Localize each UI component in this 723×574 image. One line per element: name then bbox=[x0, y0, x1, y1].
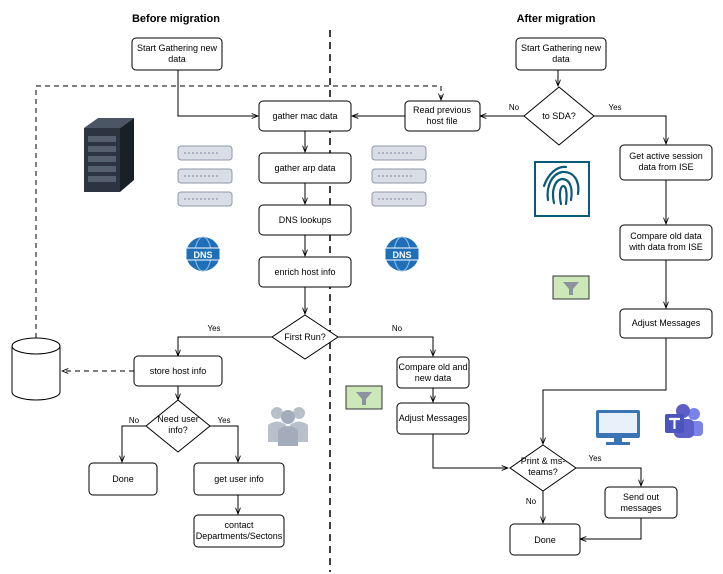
node-adjust-left-label: Adjust Messages bbox=[399, 413, 468, 423]
edge-sda-yes bbox=[594, 115, 666, 144]
ise-fingerprint-icon bbox=[534, 161, 590, 217]
heading-before: Before migration bbox=[132, 13, 220, 25]
edge-print-yes bbox=[576, 467, 641, 486]
edges bbox=[35, 70, 667, 539]
node-store-host: store host info bbox=[133, 355, 223, 387]
users-group-icon bbox=[268, 407, 308, 446]
filter-icon-right bbox=[552, 275, 590, 300]
node-adjust-right: Adjust Messages bbox=[619, 308, 713, 339]
node-enrich: enrich host info bbox=[258, 256, 352, 288]
label-first-run-no: No bbox=[392, 324, 403, 333]
node-done-right-label: Done bbox=[534, 535, 556, 545]
monitor-icon bbox=[596, 410, 640, 445]
node-dns-lookups: DNS lookups bbox=[258, 204, 352, 236]
node-adjust-right-label: Adjust Messages bbox=[632, 318, 701, 328]
node-get-user: get user info bbox=[193, 462, 285, 496]
label-need-user-no: No bbox=[129, 416, 140, 425]
filter-icon-left bbox=[345, 385, 383, 410]
label-first-run-yes: Yes bbox=[207, 324, 220, 333]
node-store-host-label: store host info bbox=[150, 366, 207, 376]
label-sda-no: No bbox=[509, 103, 520, 112]
dns-globe-right-icon: DNS bbox=[384, 236, 420, 272]
dns-right-text: DNS bbox=[392, 250, 411, 260]
edge-first-run-no bbox=[338, 336, 433, 356]
teams-icon bbox=[665, 404, 703, 438]
node-print-teams-label: Print & ms-teams? bbox=[521, 456, 566, 477]
node-gather-mac: gather mac data bbox=[258, 100, 352, 132]
node-done-right: Done bbox=[509, 523, 581, 556]
node-to-sda: to SDA? bbox=[523, 86, 595, 146]
node-get-user-label: get user info bbox=[214, 474, 264, 484]
dns-left-text: DNS bbox=[193, 250, 212, 260]
node-gather-arp: gather arp data bbox=[258, 152, 352, 184]
node-done-left: Done bbox=[88, 462, 158, 496]
edge-need-user-yes bbox=[210, 425, 238, 462]
dns-globe-left-icon: DNS bbox=[185, 236, 221, 272]
edge-adjust-right-to-print bbox=[543, 338, 667, 444]
edge-send-to-done bbox=[580, 518, 642, 539]
node-done-left-label: Done bbox=[112, 474, 134, 484]
node-adjust-left: Adjust Messages bbox=[396, 402, 470, 435]
node-first-run-label: First Run? bbox=[284, 332, 326, 342]
label-print-no: No bbox=[526, 497, 537, 506]
label-need-user-yes: Yes bbox=[217, 416, 230, 425]
edge-adjust-left-to-print bbox=[432, 434, 508, 468]
node-gather-mac-label: gather mac data bbox=[272, 111, 337, 121]
node-enrich-label: enrich host info bbox=[274, 267, 335, 277]
switch-stack-left-icon bbox=[177, 145, 233, 207]
database-icon bbox=[11, 337, 61, 401]
edge-db-to-read-previous bbox=[35, 85, 441, 338]
edge-first-run-yes bbox=[178, 336, 272, 356]
node-gather-arp-label: gather arp data bbox=[274, 163, 335, 173]
switch-stack-right-icon bbox=[371, 145, 427, 207]
edge-need-user-no bbox=[122, 425, 146, 462]
node-first-run: First Run? bbox=[271, 314, 339, 360]
label-sda-yes: Yes bbox=[608, 103, 621, 112]
heading-after: After migration bbox=[517, 13, 596, 25]
edge-start-to-mac bbox=[177, 70, 258, 116]
server-rack-icon bbox=[84, 118, 134, 192]
node-dns-lookups-label: DNS lookups bbox=[279, 215, 332, 225]
node-to-sda-label: to SDA? bbox=[542, 111, 576, 121]
label-print-yes: Yes bbox=[588, 454, 601, 463]
node-print-teams: Print & ms-teams? bbox=[509, 444, 577, 492]
